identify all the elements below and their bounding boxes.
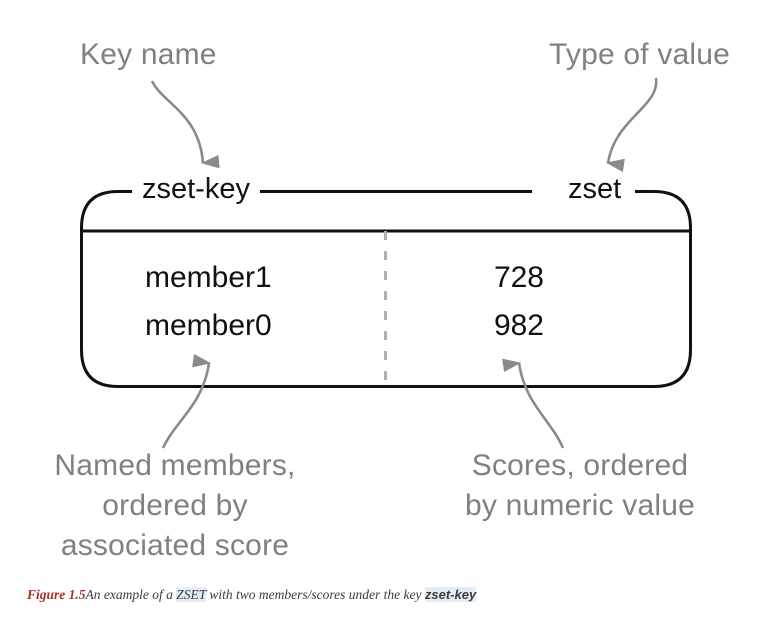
member-value: member0 (145, 309, 272, 342)
annotation-named-members-line3: associated score (60, 529, 290, 562)
arrow-type-of-value (605, 77, 658, 173)
caption-text-part2: with two members/scores under the key (206, 587, 425, 602)
table-row: member1 728 (80, 254, 692, 302)
zset-rows: member1 728 member0 982 (80, 232, 692, 388)
zset-structure-box: zset-key zset member1 728 member0 982 (80, 175, 692, 388)
table-row: member0 982 (80, 302, 692, 350)
arrow-key-name (150, 80, 220, 169)
caption-text-part1: An example of a (85, 587, 177, 602)
caption-code-zset-key: zset-key (424, 587, 477, 602)
caption-figure-number: Figure 1.5 (27, 587, 86, 602)
score-value: 728 (493, 261, 544, 294)
zset-key-label: zset-key (132, 175, 260, 204)
caption-code-zset: ZSET (176, 587, 207, 602)
zset-type-label: zset (558, 175, 632, 204)
annotation-named-members-line1: Named members, (54, 449, 296, 482)
score-value: 982 (493, 309, 544, 342)
figure-caption: Figure 1.5An example of a ZSET with two … (27, 586, 477, 604)
annotation-scores: Scores, ordered by numeric value (425, 446, 735, 526)
annotation-named-members: Named members, ordered by associated sco… (10, 446, 340, 566)
member-value: member1 (145, 261, 272, 294)
annotation-named-members-line2: ordered by (102, 489, 248, 522)
box-outline-svg (80, 190, 692, 388)
box-outline-path (80, 190, 692, 388)
annotation-type-of-value: Type of value (549, 38, 731, 71)
annotation-scores-line2: by numeric value (465, 489, 695, 522)
annotation-scores-line1: Scores, ordered (471, 449, 689, 482)
annotation-key-name: Key name (80, 38, 217, 71)
